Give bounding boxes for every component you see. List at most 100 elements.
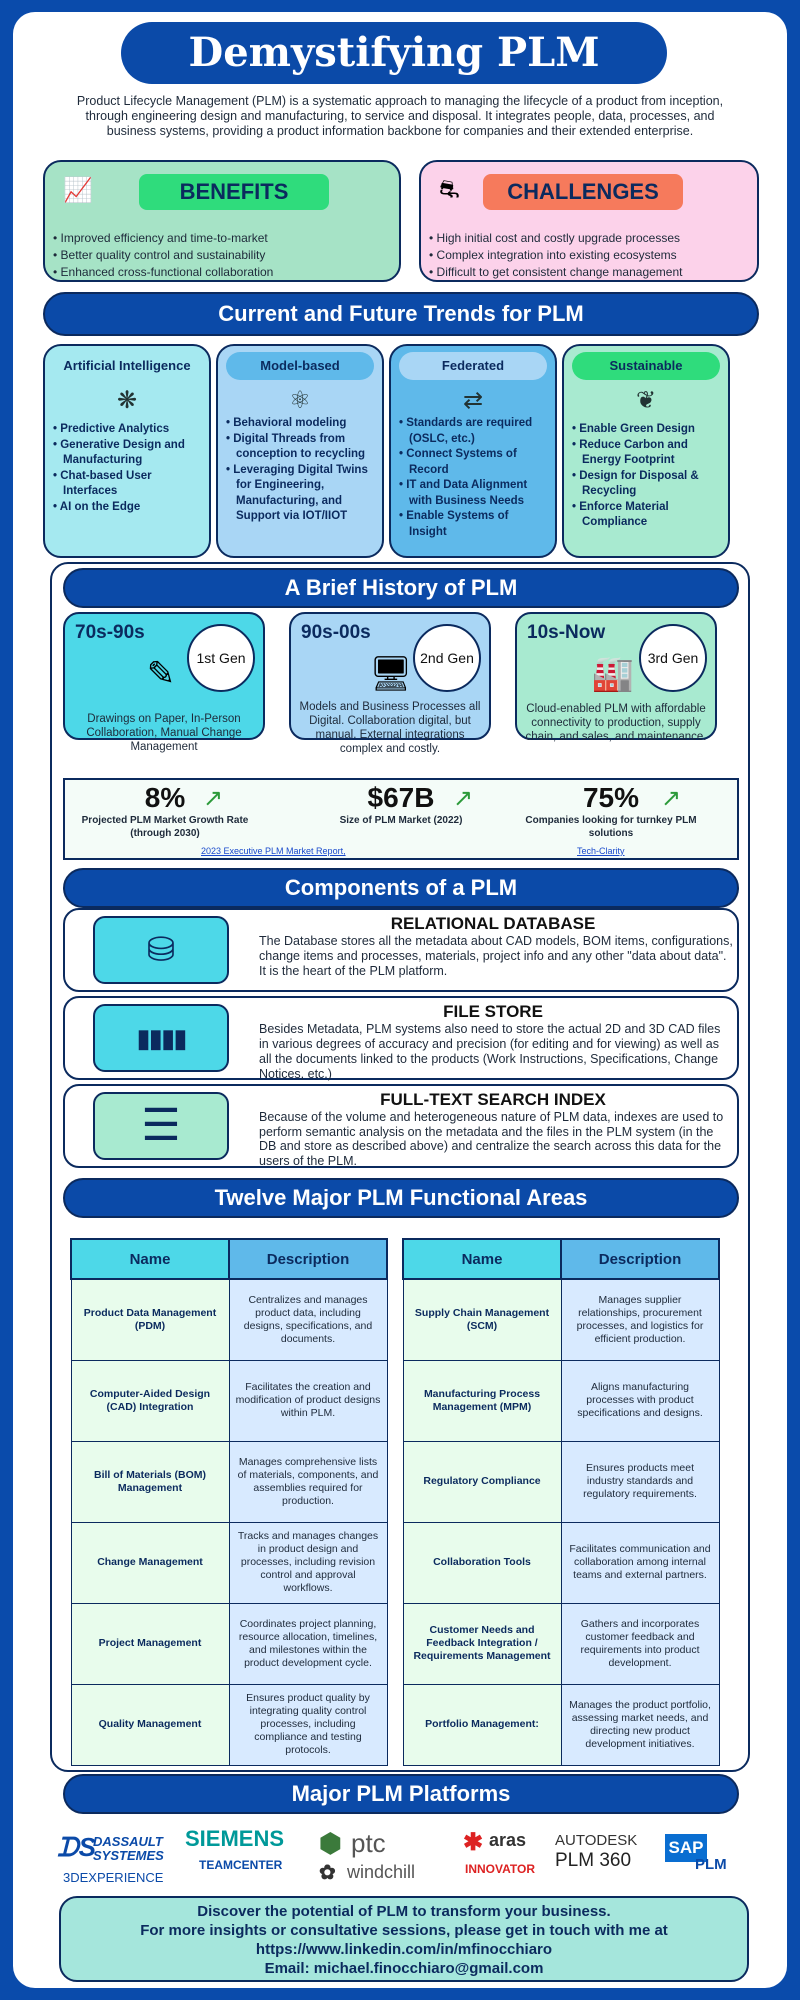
windchill-icon: ✿: [319, 1862, 336, 1884]
generation-card-1: 70s-90s 1st Gen ✎ Drawings on Paper, In-…: [63, 612, 265, 753]
dassault-text: DASSAULT: [93, 1834, 163, 1849]
trend-item: IT and Data Alignment with Business Need…: [399, 478, 549, 509]
stat-value: $67B: [367, 782, 435, 813]
innovator-text: INNOVATOR: [465, 1862, 536, 1876]
index-list-icon: ☰: [93, 1092, 229, 1160]
trend-item: Design for Disposal & Recycling: [572, 469, 722, 500]
drafting-drawing-icon: ✎: [146, 655, 176, 693]
sap-text: SAP: [665, 1834, 707, 1862]
plm360-text: PLM 360: [555, 1850, 632, 1871]
gen-era: 70s-90s: [75, 622, 145, 643]
area-name: Project Management: [70, 1602, 230, 1685]
trend-label: Model-based: [226, 352, 374, 380]
challenges-item: High initial cost and costly upgrade pro…: [429, 230, 682, 247]
challenges-item: Complex integration into existing ecosys…: [429, 247, 682, 264]
aras-text: aras: [489, 1830, 527, 1850]
table-row: Supply Chain Management (SCM)Manages sup…: [402, 1278, 720, 1361]
market-stats: 8% ↗ Projected PLM Market Growth Rate (t…: [63, 778, 739, 860]
table-row: Manufacturing Process Management (MPM)Al…: [402, 1359, 720, 1442]
trend-item: Leveraging Digital Twins for Engineering…: [226, 463, 376, 525]
platforms-heading: Major PLM Platforms: [63, 1774, 739, 1814]
column-header-description: Description: [228, 1238, 388, 1280]
trend-list: Predictive Analytics Generative Design a…: [53, 422, 203, 515]
stat-label: Projected PLM Market Growth Rate (throug…: [81, 815, 249, 839]
trend-up-arrow-icon: ↗: [453, 785, 474, 812]
linkedin-link[interactable]: https://www.linkedin.com/in/mfinocchiaro: [255, 1941, 553, 1958]
leaf-icon: ❦: [635, 387, 657, 414]
history-heading: A Brief History of PLM: [63, 568, 739, 608]
area-name: Computer-Aided Design (CAD) Integration: [70, 1359, 230, 1442]
database-icon: ⛁: [93, 916, 229, 984]
stat-turnkey: 75% ↗ Companies looking for turnkey PLM …: [511, 782, 711, 840]
functional-table-left: Name Description Product Data Management…: [70, 1238, 388, 1766]
table-row: Portfolio Management:Manages the product…: [402, 1683, 720, 1766]
growth-chart-icon: 📈: [63, 177, 93, 204]
component-description: The Database stores all the metadata abo…: [259, 934, 733, 978]
challenges-list: High initial cost and costly upgrade pro…: [429, 230, 683, 281]
table-row: Product Data Management (PDM)Centralizes…: [70, 1278, 388, 1361]
footer-line: Discover the potential of PLM to transfo…: [197, 1903, 611, 1920]
gen-label: 2nd Gen: [413, 624, 481, 692]
infographic-page: Demystifying PLM Product Lifecycle Manag…: [13, 12, 787, 1988]
area-name: Quality Management: [70, 1683, 230, 1766]
column-header-name: Name: [402, 1238, 562, 1280]
network-icon: ⚛: [289, 387, 311, 414]
trend-list: Enable Green Design Reduce Carbon and En…: [572, 422, 722, 531]
trend-list: Behavioral modeling Digital Threads from…: [226, 416, 376, 525]
ds-icon: ᗪS: [57, 1832, 96, 1862]
source-link-report[interactable]: 2023 Executive PLM Market Report,: [201, 846, 346, 856]
challenges-item: Difficult to get consistent change manag…: [429, 264, 683, 281]
area-description: Ensures product quality by integrating q…: [228, 1683, 388, 1766]
area-name: Portfolio Management:: [402, 1683, 562, 1766]
benefits-card: 📈 BENEFITS Improved efficiency and time-…: [43, 160, 401, 282]
trend-item: Enable Systems of Insight: [399, 509, 549, 540]
area-name: Change Management: [70, 1521, 230, 1604]
trend-item: Behavioral modeling: [226, 416, 376, 432]
area-description: Facilitates communication and collaborat…: [560, 1521, 720, 1604]
source-link-techclarity[interactable]: Tech-Clarity: [577, 846, 625, 856]
trend-card-ai: Artificial Intelligence ❋ Predictive Ana…: [43, 344, 211, 558]
benefits-item: Improved efficiency and time-to-market: [53, 230, 273, 247]
autodesk-text: AUTODESK: [555, 1832, 638, 1849]
generation-card-3: 10s-Now 3rd Gen 🏭 Cloud-enabled PLM with…: [515, 612, 717, 743]
functional-table-right: Name Description Supply Chain Management…: [402, 1238, 720, 1766]
footer-line: For more insights or consultative sessio…: [140, 1922, 668, 1939]
trend-item: Connect Systems of Record: [399, 447, 549, 478]
trend-card-model-based: Model-based ⚛ Behavioral modeling Digita…: [216, 344, 384, 558]
area-description: Manages comprehensive lists of materials…: [228, 1440, 388, 1523]
3dexperience-text: 3DEXPERIENCE: [63, 1870, 164, 1885]
sap-plm-text: PLM: [695, 1856, 727, 1873]
area-description: Coordinates project planning, resource a…: [228, 1602, 388, 1685]
area-description: Gathers and incorporates customer feedba…: [560, 1602, 720, 1685]
benefits-heading: BENEFITS: [139, 174, 329, 210]
trend-label: Sustainable: [572, 352, 720, 380]
functional-areas-heading: Twelve Major PLM Functional Areas: [63, 1178, 739, 1218]
benefits-item: Better quality control and sustainabilit…: [53, 247, 273, 264]
email-link[interactable]: Email: michael.finocchiaro@gmail.com: [264, 1960, 544, 1977]
challenges-card: ⛐ CHALLENGES High initial cost and costl…: [419, 160, 759, 282]
trend-up-arrow-icon: ↗: [661, 785, 682, 812]
gen-label: 3rd Gen: [639, 624, 707, 692]
area-description: Facilitates the creation and modificatio…: [228, 1359, 388, 1442]
trend-label: Artificial Intelligence: [53, 352, 201, 380]
component-file-store: ▮▮▮▮ FILE STORE Besides Metadata, PLM sy…: [63, 996, 739, 1081]
stat-label: Size of PLM Market (2022): [339, 815, 463, 826]
stat-value: 8%: [144, 782, 186, 813]
trend-item: Chat-based User Interfaces: [53, 469, 203, 500]
federated-docs-icon: ⇄: [462, 387, 484, 414]
gen-label: 1st Gen: [187, 624, 255, 692]
area-description: Manages supplier relationships, procurem…: [560, 1278, 720, 1361]
area-description: Manages the product portfolio, assessing…: [560, 1683, 720, 1766]
ptc-icon: ⬢: [319, 1828, 342, 1858]
trend-list: Standards are required (OSLC, etc.) Conn…: [399, 416, 549, 540]
trend-item: AI on the Edge: [53, 500, 203, 516]
aras-icon: ✱: [463, 1829, 484, 1856]
components-heading: Components of a PLM: [63, 868, 739, 908]
trend-item: Generative Design and Manufacturing: [53, 438, 203, 469]
obstacle-icon: ⛐: [439, 176, 460, 203]
trend-item: Digital Threads from conception to recyc…: [226, 432, 376, 463]
